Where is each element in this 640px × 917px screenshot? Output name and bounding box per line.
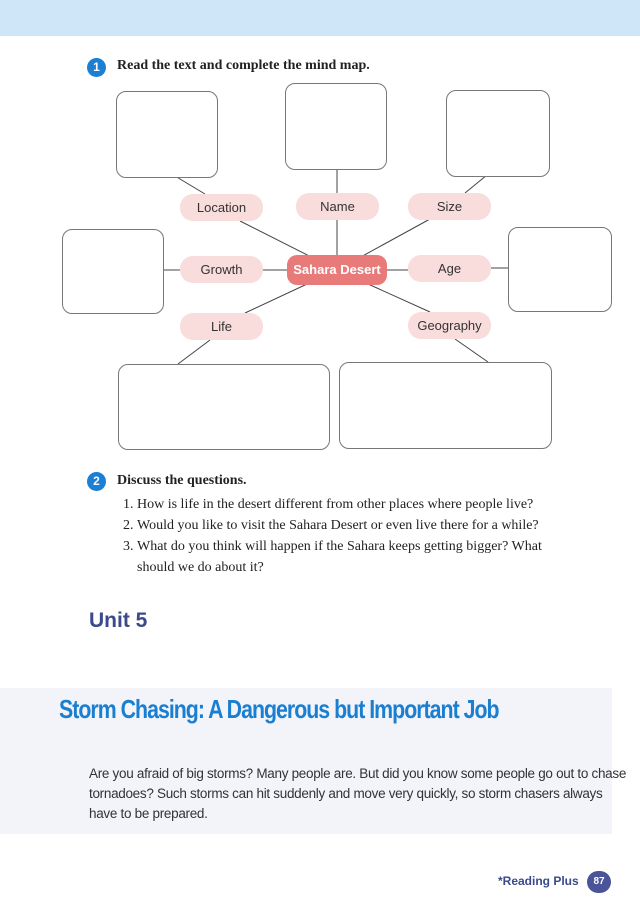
node-location: Location bbox=[180, 194, 263, 221]
node-name: Name bbox=[296, 193, 379, 220]
unit-heading: Unit 5 bbox=[89, 609, 148, 632]
node-growth: Growth bbox=[180, 256, 263, 283]
exercise-number-badge: 1 bbox=[87, 58, 106, 77]
answer-box-geography[interactable] bbox=[339, 362, 552, 449]
answer-box-location[interactable] bbox=[116, 91, 218, 178]
node-size: Size bbox=[408, 193, 491, 220]
question: Would you like to visit the Sahara Deser… bbox=[137, 515, 577, 536]
answer-box-size[interactable] bbox=[446, 90, 550, 177]
answer-box-growth[interactable] bbox=[62, 229, 164, 314]
answer-box-name[interactable] bbox=[285, 83, 387, 170]
article-body: Are you afraid of big storms? Many peopl… bbox=[89, 766, 627, 821]
question: How is life in the desert different from… bbox=[137, 494, 577, 515]
exercise-instruction: Discuss the questions. bbox=[117, 473, 247, 488]
mind-map-center: Sahara Desert bbox=[287, 255, 387, 285]
node-life: Life bbox=[180, 313, 263, 340]
node-age: Age bbox=[408, 255, 491, 282]
question: What do you think will happen if the Sah… bbox=[137, 536, 577, 578]
answer-box-age[interactable] bbox=[508, 227, 612, 312]
question-list: How is life in the desert different from… bbox=[117, 494, 577, 578]
footer-label: *Reading Plus bbox=[498, 874, 579, 888]
header-band bbox=[0, 0, 640, 36]
article-band bbox=[0, 688, 612, 834]
answer-box-life[interactable] bbox=[118, 364, 330, 450]
page-number: 87 bbox=[587, 871, 611, 893]
exercise-instruction: Read the text and complete the mind map. bbox=[117, 58, 370, 73]
exercise-number-badge: 2 bbox=[87, 472, 106, 491]
article-title: Storm Chasing: A Dangerous but Important… bbox=[59, 694, 500, 724]
node-geography: Geography bbox=[408, 312, 491, 339]
